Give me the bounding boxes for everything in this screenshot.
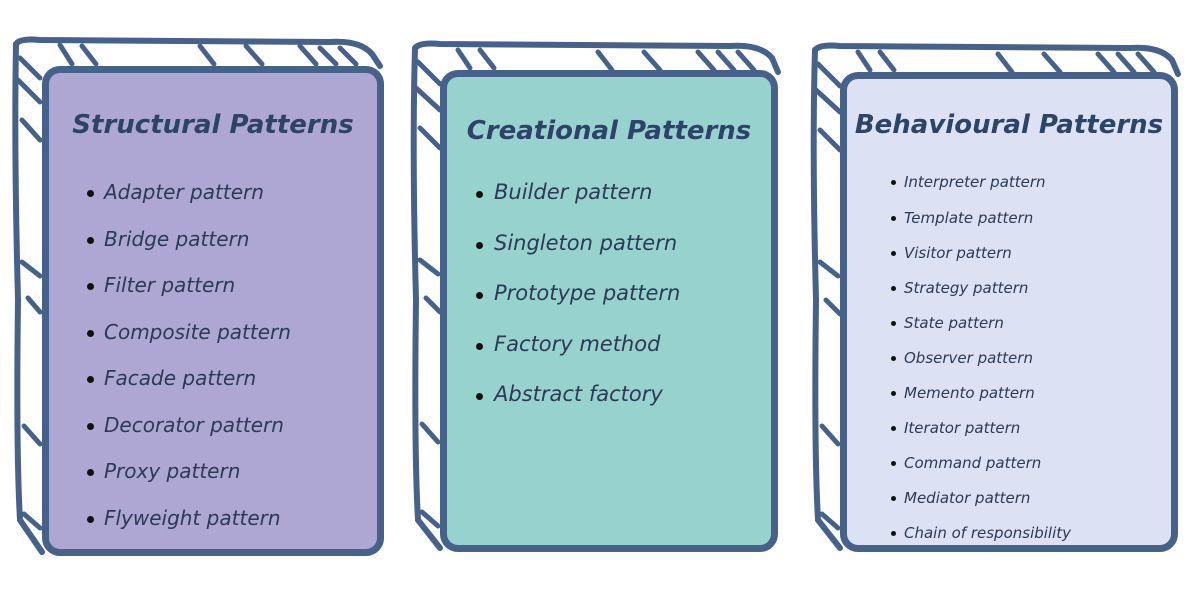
list-item: Command pattern — [891, 454, 1071, 489]
structural-patterns-card: Structural Patterns Adapter pattern Brid… — [0, 0, 400, 598]
list-item: Abstract factory — [476, 382, 680, 433]
list-item: Adapter pattern — [87, 180, 291, 227]
list-item: Prototype pattern — [476, 281, 680, 332]
list-item: Builder pattern — [476, 180, 680, 231]
list-item: Memento pattern — [891, 384, 1071, 419]
structural-panel — [42, 66, 384, 556]
sketch-box-frame — [12, 36, 383, 555]
card-title: Behavioural Patterns — [854, 110, 1164, 140]
behavioural-patterns-card: Behavioural Patterns Interpreter pattern… — [800, 0, 1200, 598]
card-title: Structural Patterns — [72, 110, 354, 140]
list-item: Proxy pattern — [87, 459, 291, 506]
list-item: Chain of responsibility — [891, 524, 1071, 559]
list-item: Mediator pattern — [891, 489, 1071, 524]
list-item: Interpreter pattern — [891, 173, 1071, 209]
creational-patterns-card: Creational Patterns Builder pattern Sing… — [400, 0, 800, 598]
list-item: Visitor pattern — [891, 244, 1071, 279]
pattern-list: Adapter pattern Bridge pattern Filter pa… — [87, 180, 291, 553]
behavioural-panel — [840, 72, 1178, 552]
sketch-box-frame — [810, 42, 1181, 551]
list-item: Factory method — [476, 332, 680, 383]
list-item: Bridge pattern — [87, 227, 291, 274]
pattern-list: Builder pattern Singleton pattern Protot… — [476, 180, 680, 433]
list-item: Decorator pattern — [87, 413, 291, 460]
list-item: Singleton pattern — [476, 231, 680, 282]
list-item: Template pattern — [891, 209, 1071, 244]
list-item: Filter pattern — [87, 273, 291, 320]
list-item: Strategy pattern — [891, 279, 1071, 314]
pattern-list: Interpreter pattern Template pattern Vis… — [891, 173, 1071, 559]
sketch-box-frame — [410, 40, 781, 551]
list-item: State pattern — [891, 314, 1071, 349]
list-item: Facade pattern — [87, 366, 291, 413]
list-item: Flyweight pattern — [87, 506, 291, 553]
card-title: Creational Patterns — [466, 116, 752, 146]
list-item: Iterator pattern — [891, 419, 1071, 454]
list-item: Composite pattern — [87, 320, 291, 367]
creational-panel — [440, 70, 778, 552]
list-item: Observer pattern — [891, 349, 1071, 384]
